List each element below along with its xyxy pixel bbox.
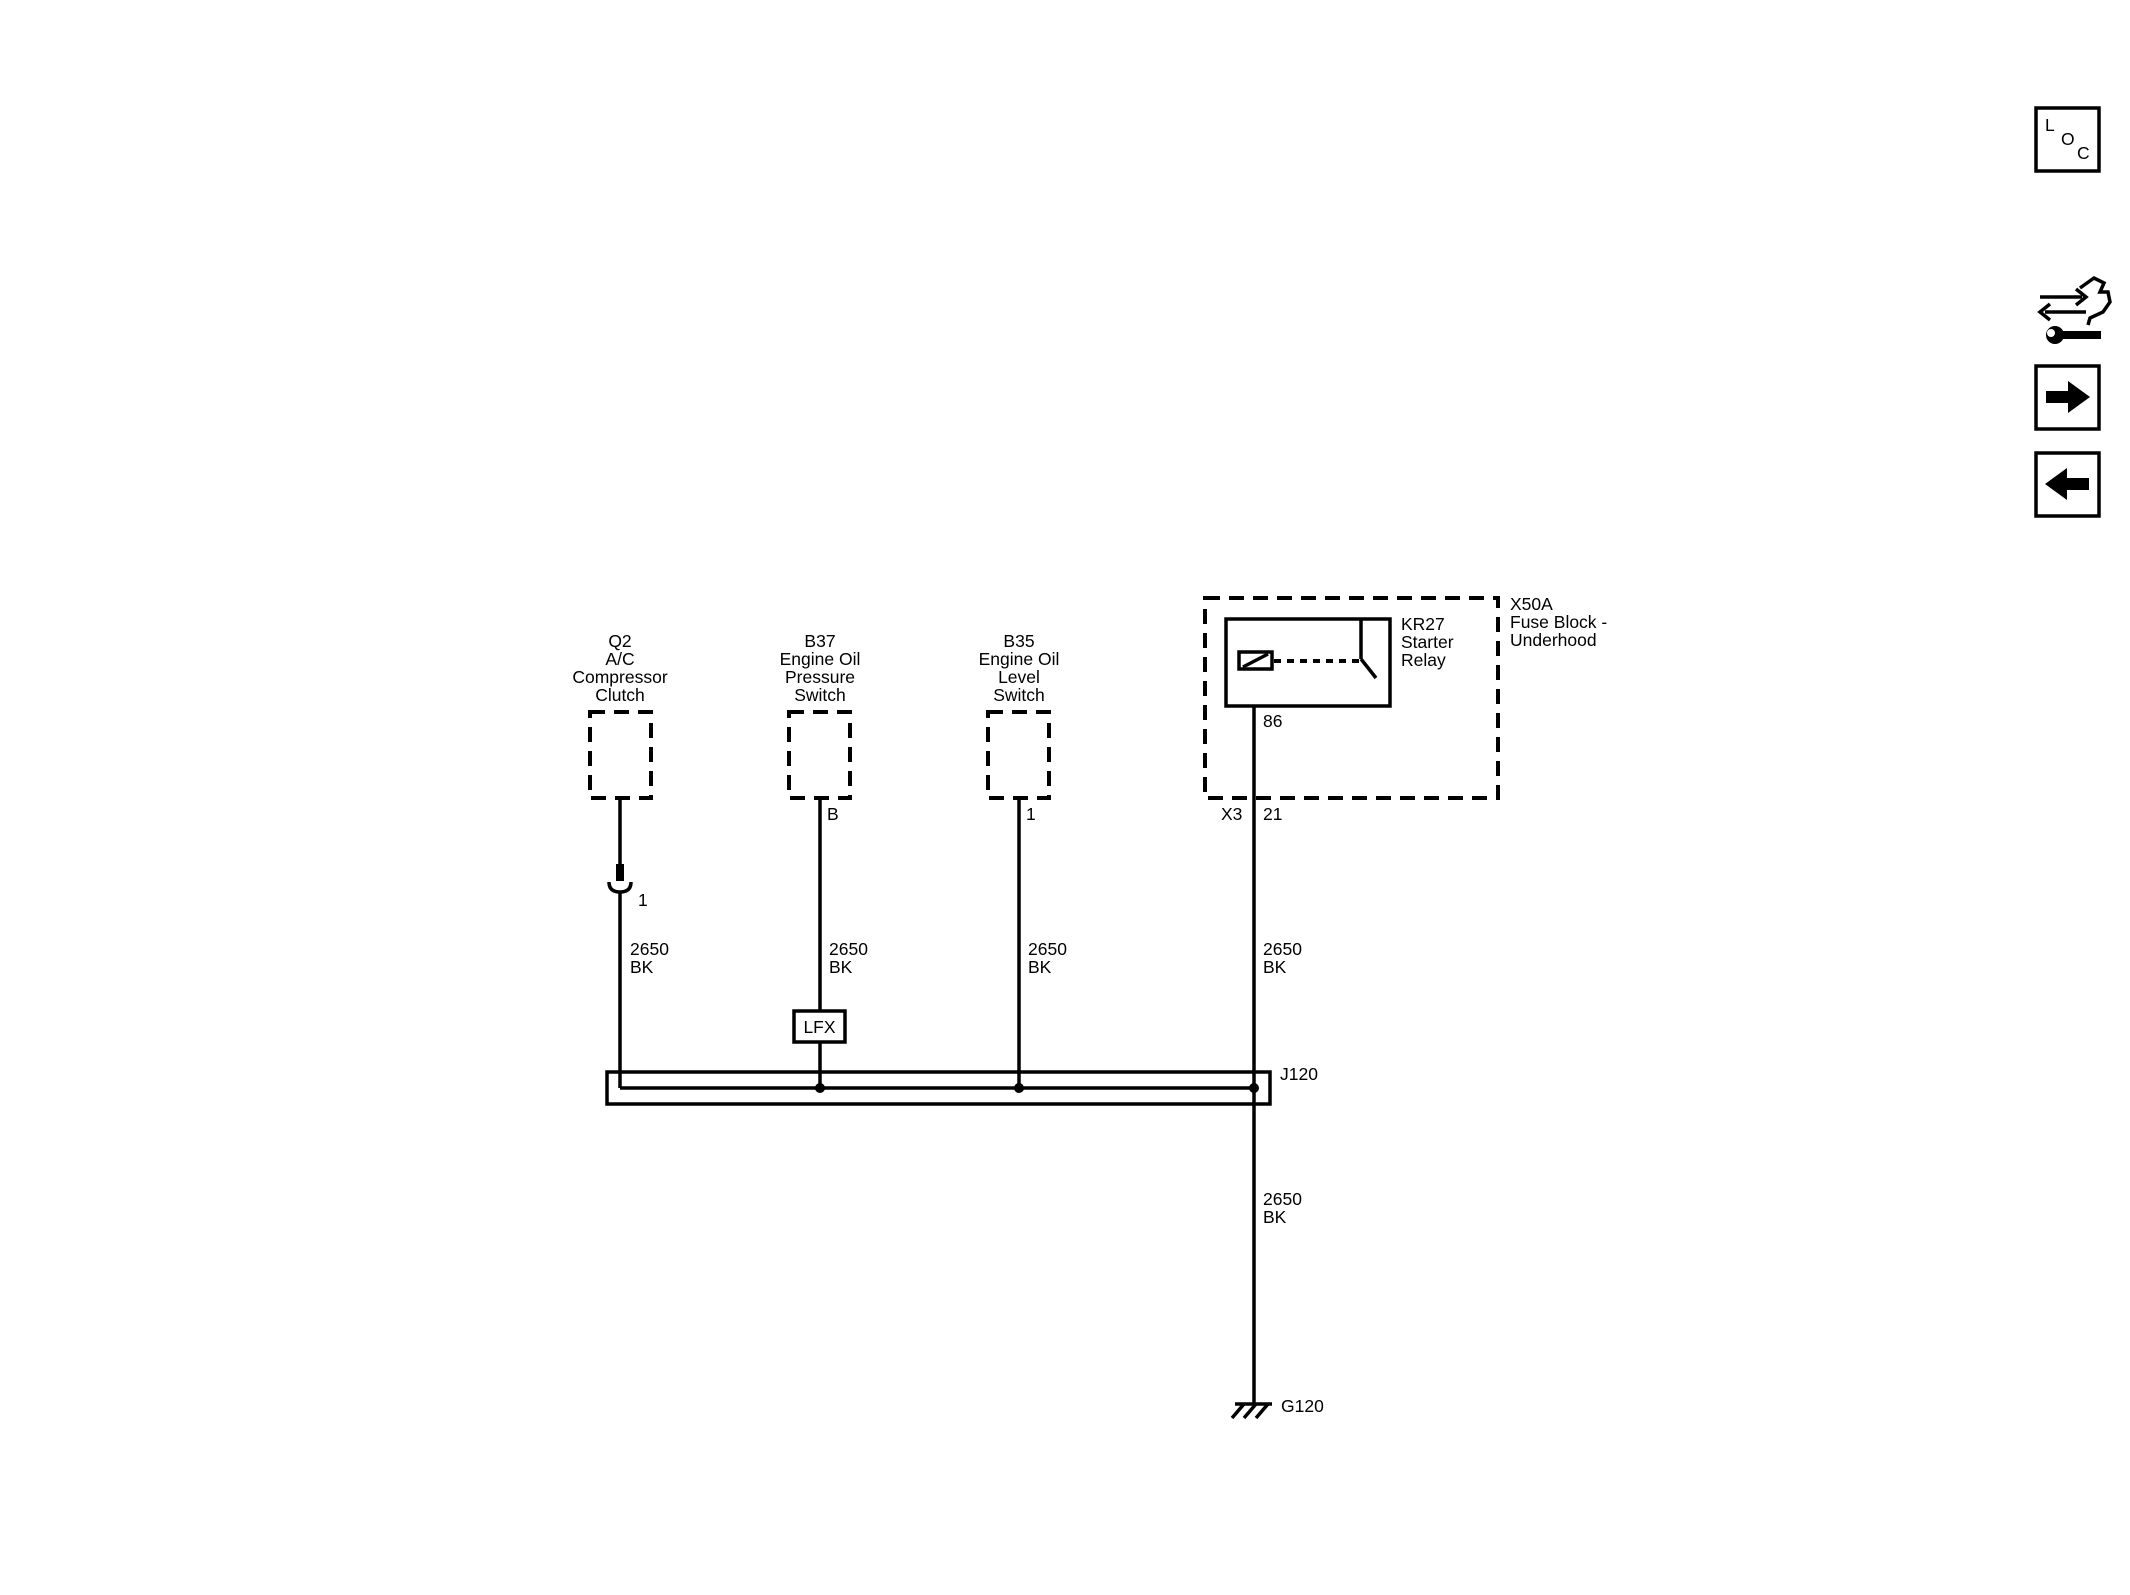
relay-coil-diagonal [1242,652,1269,669]
b37-circuit-label: 2650 BK [829,939,868,977]
q2-circuit-number: 2650 [630,939,669,959]
connector-wrench-icon[interactable] [2037,275,2112,344]
b35-label-line: Level [998,667,1040,687]
g120-ground-label: G120 [1281,1396,1324,1416]
arrow-left-icon [2045,468,2089,500]
kr27-label-line: Starter [1401,632,1454,652]
x50a-connector-label: X3 [1221,804,1242,824]
b35-component-box[interactable] [986,710,1051,800]
x50a-circuit-label: 2650 BK [1263,939,1302,977]
b35-circuit-number: 2650 [1028,939,1067,959]
b37-label-line: Switch [794,685,846,705]
q2-label-line: Q2 [608,631,631,651]
splice-node [815,1083,825,1093]
b37-component-box[interactable] [787,710,852,800]
x50a-label-line: Fuse Block - [1510,612,1607,632]
q2-component-box[interactable] [588,710,653,800]
b35-circuit-color: BK [1028,957,1052,977]
arrow-right-icon [2046,381,2090,413]
relay-contact-arm [1359,657,1378,680]
q2-wire[interactable] [607,798,633,1088]
prev-page-button[interactable] [2034,451,2101,518]
x50a-pin-label: 21 [1263,804,1282,824]
x50a-label: X50A Fuse Block - Underhood [1510,594,1607,650]
lfx-option-box: LFX [792,1009,847,1044]
kr27-label-line: KR27 [1401,614,1445,634]
x50a-fuse-block-box[interactable] [1203,596,1500,800]
j120-splice-pack[interactable] [605,1070,1272,1106]
b37-circuit-number: 2650 [829,939,868,959]
next-page-button[interactable] [2034,364,2101,431]
b35-label-line: Engine Oil [979,649,1060,669]
loc-letter: O [2061,129,2075,149]
j120-splice-label: J120 [1280,1064,1318,1084]
kr27-pin-label: 86 [1263,711,1282,731]
b35-pin-label: 1 [1026,804,1036,824]
q2-label-line: Compressor [572,667,667,687]
splice-node [1249,1083,1259,1093]
kr27-label-line: Relay [1401,650,1446,670]
q2-label: Q2 A/C Compressor Clutch [572,631,667,705]
b37-label: B37 Engine Oil Pressure Switch [780,631,861,705]
splice-node [1014,1083,1024,1093]
b37-label-line: Engine Oil [780,649,861,669]
b35-label-line: Switch [993,685,1045,705]
q2-label-line: Clutch [595,685,645,705]
ground-symbol[interactable] [1230,1402,1272,1420]
b37-circuit-color: BK [829,957,853,977]
kr27-relay-box [1224,617,1392,708]
x50a-label-line: Underhood [1510,630,1597,650]
loc-letter: C [2077,143,2090,163]
b37-label-line: B37 [804,631,835,651]
b35-circuit-label: 2650 BK [1028,939,1067,977]
q2-connector-pin [616,864,624,881]
lfx-option-label: LFX [803,1017,835,1037]
q2-connector-socket [607,881,633,894]
relay-coil-icon [1237,650,1274,671]
ground-circuit-number: 2650 [1263,1189,1302,1209]
b35-label-line: B35 [1003,631,1034,651]
ground-circuit-label: 2650 BK [1263,1189,1302,1227]
ground-circuit-color: BK [1263,1207,1287,1227]
kr27-relay[interactable] [1224,617,1392,708]
loc-button[interactable]: L O C [2034,106,2101,173]
b37-label-line: Pressure [785,667,855,687]
b35-label: B35 Engine Oil Level Switch [979,631,1060,705]
q2-pin-label: 1 [638,890,648,910]
x50a-circuit-number: 2650 [1263,939,1302,959]
q2-circuit-label: 2650 BK [630,939,669,977]
loc-letter: L [2045,115,2055,135]
kr27-label: KR27 Starter Relay [1401,614,1454,670]
b37-pin-label: B [827,804,839,824]
x50a-label-line: X50A [1510,594,1553,614]
x50a-circuit-color: BK [1263,957,1287,977]
q2-circuit-color: BK [630,957,654,977]
q2-label-line: A/C [605,649,634,669]
